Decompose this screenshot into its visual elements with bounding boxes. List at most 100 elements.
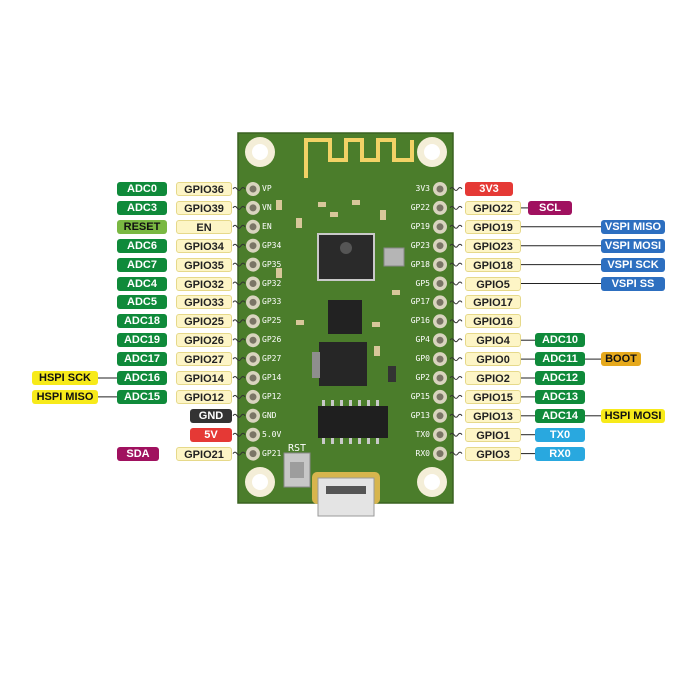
pin-wave-left (232, 394, 246, 399)
adc-label-right: ADC13 (535, 389, 585, 404)
pin-wave-right (449, 413, 463, 418)
reset-button (283, 452, 311, 488)
pin-pad-left (246, 276, 260, 291)
gpio-label-left: GPIO33 (176, 295, 232, 310)
silk-pin-left: GP25 (262, 316, 282, 326)
pin-wave-left (232, 338, 246, 343)
adc-label-left: ADC17 (117, 352, 167, 367)
silk-pin-right: GP13 (410, 410, 430, 420)
gpio-label-left: GPIO27 (176, 352, 232, 367)
adc-label-left: ADC19 (117, 333, 167, 348)
pin-pad-left (246, 238, 260, 253)
adc-label-left: ADC5 (117, 295, 167, 310)
pin-wave-right (449, 224, 463, 229)
silk-pin-right: RX0 (415, 448, 430, 458)
silk-pin-right: 3V3 (415, 184, 430, 193)
rst-silk-label: RST (288, 443, 307, 454)
gpio-label-left: GND (190, 408, 232, 423)
pin-wave-right (449, 357, 463, 362)
gpio-label-right: 3V3 (465, 182, 513, 196)
adc-label-left: ADC7 (117, 257, 167, 272)
gpio-label-left: EN (176, 219, 232, 234)
pin-pad-left (246, 389, 260, 404)
silk-pin-left: GP26 (262, 335, 282, 345)
smd-components (276, 200, 400, 382)
silk-pin-right: GP15 (410, 391, 430, 401)
silk-pin-right: GP19 (410, 221, 430, 231)
gpio-label-right: GPIO17 (465, 295, 521, 310)
pin-pad-left (246, 408, 260, 423)
silk-pin-left: GP34 (262, 240, 282, 250)
silk-pin-left: GP35 (262, 259, 282, 269)
pin-pad-right (433, 371, 447, 385)
pin-pad-right (433, 295, 447, 310)
pin-pad-right (433, 182, 447, 196)
silk-pin-right: GP2 (415, 373, 430, 382)
function-label-right: HSPI MOSI (601, 408, 665, 423)
pin-pad-left (246, 371, 260, 385)
silk-pin-left: GP14 (262, 373, 282, 382)
adc-label-right: ADC10 (535, 333, 585, 348)
pin-wave-right (449, 243, 463, 248)
silk-pin-right: GP18 (410, 259, 430, 269)
antenna-trace (304, 138, 414, 178)
pin-pad-left (246, 333, 260, 348)
gpio-label-left: GPIO12 (176, 389, 232, 404)
gpio-label-left: GPIO32 (176, 276, 232, 291)
pin-wave-left (232, 187, 246, 191)
gpio-label-right: GPIO2 (465, 371, 521, 385)
function-label-left: RESET (117, 219, 167, 234)
adc-label-right: ADC14 (535, 408, 585, 423)
gpio-label-right: GPIO4 (465, 333, 521, 348)
gpio-label-right: GPIO23 (465, 238, 521, 253)
pin-wave-right (449, 319, 463, 324)
gpio-label-right: GPIO19 (465, 219, 521, 234)
silk-pin-right: GP5 (415, 278, 430, 288)
adc-label-left: ADC6 (117, 238, 167, 253)
gpio-label-right: GPIO5 (465, 276, 521, 291)
esp32-chip (317, 233, 375, 281)
gpio-label-left: GPIO21 (176, 446, 232, 461)
silk-pin-left: VP (262, 184, 272, 193)
pin-wave-right (449, 262, 463, 267)
silk-pin-left: GP27 (262, 354, 282, 364)
pin-pad-right (433, 408, 447, 423)
adc-label-left: ADC3 (117, 200, 167, 215)
silk-pin-left: GP33 (262, 297, 282, 307)
pin-pad-right (433, 333, 447, 348)
silk-pin-right: GP17 (410, 297, 430, 307)
function-label-left: HSPI SCK (32, 371, 98, 385)
silk-pin-right: GP22 (410, 202, 430, 212)
pin-pad-right (433, 314, 447, 329)
pin-pad-right (433, 276, 447, 291)
gpio-label-left: 5V (190, 427, 232, 442)
gpio-label-right: GPIO16 (465, 314, 521, 329)
pin-wave-left (232, 432, 246, 437)
pin-pad-right (433, 257, 447, 272)
pin-wave-right (449, 300, 463, 305)
adc-label-left: ADC0 (117, 182, 167, 196)
pin-wave-left (232, 243, 246, 248)
gpio-label-left: GPIO34 (176, 238, 232, 253)
flash-chip (328, 300, 362, 334)
pin-wave-left (232, 205, 246, 210)
gpio-label-left: GPIO36 (176, 182, 232, 196)
pin-pad-left (246, 200, 260, 215)
silk-pin-left: EN (262, 221, 272, 231)
gpio-label-left: GPIO35 (176, 257, 232, 272)
function-label-right: VSPI MOSI (601, 238, 665, 253)
pin-pad-left (246, 295, 260, 310)
adc-label-left: ADC18 (117, 314, 167, 329)
adc-label-left: ADC4 (117, 276, 167, 291)
crystal (383, 247, 405, 267)
function-label-right: VSPI MISO (601, 219, 665, 234)
silk-pin-right: GP16 (410, 316, 430, 326)
pin-pad-left (246, 257, 260, 272)
adc-label-left: ADC16 (117, 371, 167, 385)
pin-pad-left (246, 427, 260, 442)
gpio-label-right: GPIO1 (465, 427, 521, 442)
usb-serial-chip (319, 342, 367, 386)
silk-pin-left: GND (262, 410, 277, 420)
pin-wave-right (449, 338, 463, 343)
